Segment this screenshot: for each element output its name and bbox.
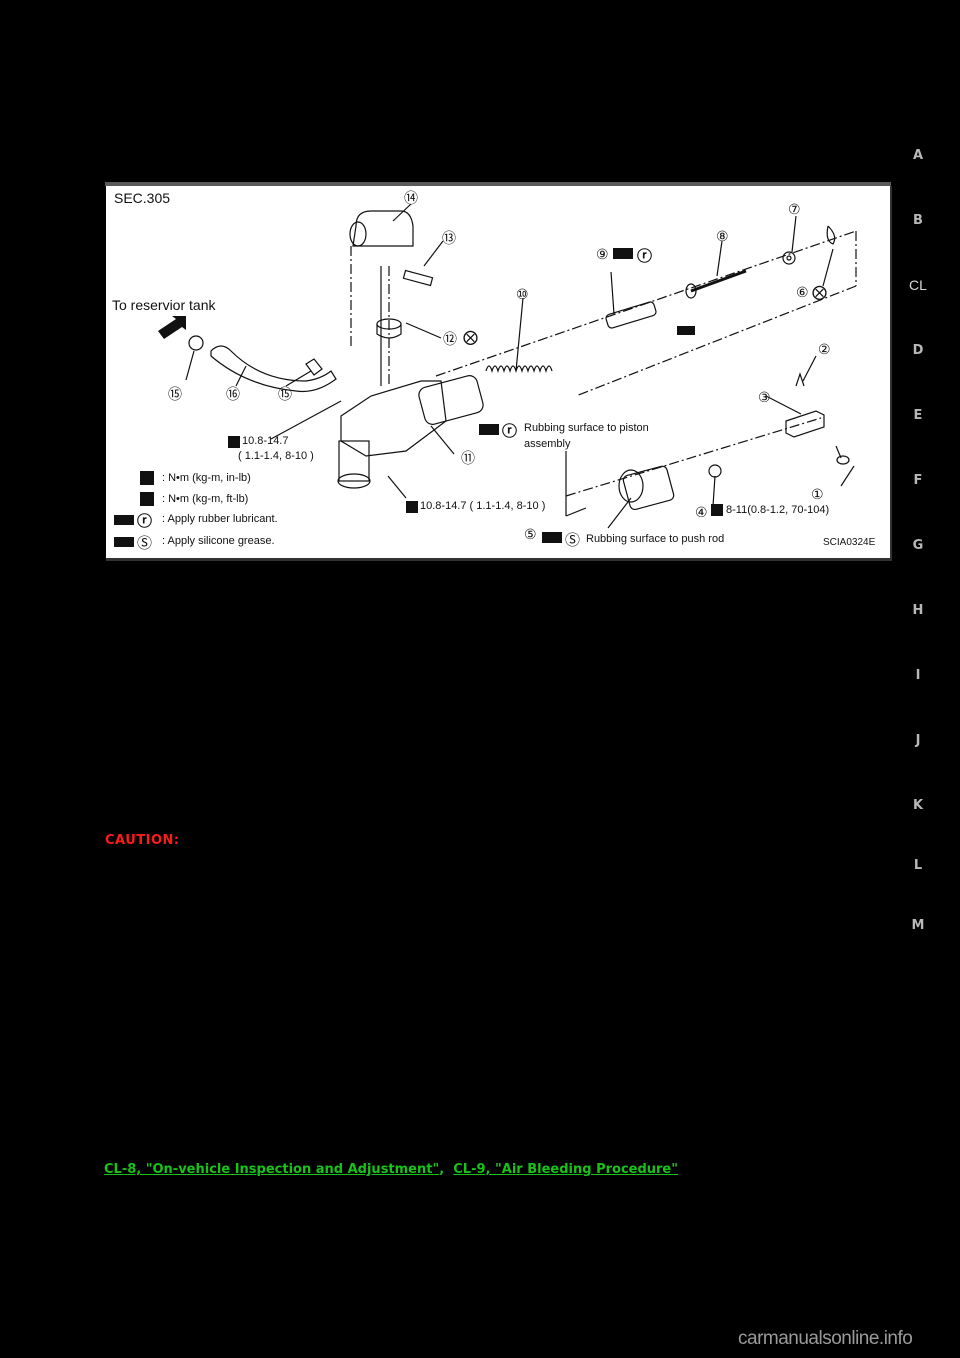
rubbing-piston-label: Rubbing surface to piston bbox=[524, 422, 649, 434]
lubricant-icon bbox=[542, 532, 562, 543]
rubber-grease-r-icon: ⓡ bbox=[137, 513, 153, 530]
index-tab-e[interactable]: E bbox=[913, 408, 923, 423]
legend-ftlb: : N•m (kg-m, ft-lb) bbox=[162, 493, 249, 505]
figure-top-rule bbox=[105, 182, 891, 186]
part-7: ⑦ bbox=[788, 201, 801, 217]
legend-silicone-grease: : Apply silicone grease. bbox=[162, 535, 275, 547]
index-tab-g[interactable]: G bbox=[912, 538, 924, 553]
silicone-grease-s-icon: Ⓢ bbox=[137, 535, 153, 552]
lubricant-icon bbox=[677, 326, 695, 335]
index-tab-b[interactable]: B bbox=[913, 213, 923, 228]
legend-inlb: : N•m (kg-m, in-lb) bbox=[162, 472, 251, 484]
rubber-grease-r-icon: ⓡ bbox=[502, 423, 518, 440]
part-10: ⑩ bbox=[516, 286, 529, 302]
part-14: ⑭ bbox=[404, 190, 418, 206]
index-tab-l[interactable]: L bbox=[913, 858, 923, 873]
lubricant-icon bbox=[479, 424, 499, 435]
part-6: ⑥ bbox=[796, 284, 809, 300]
legend-rubber-lubricant: : Apply rubber lubricant. bbox=[162, 513, 278, 525]
reservoir-label: To reservior tank bbox=[112, 297, 216, 313]
rubbing-piston-label-2: assembly bbox=[524, 438, 571, 450]
watermark[interactable]: carmanualsonline.info bbox=[738, 1328, 913, 1349]
replace-part-icon: ⨂ bbox=[812, 284, 827, 301]
part-3: ③ bbox=[758, 389, 771, 405]
part-9: ⑨ bbox=[596, 246, 609, 262]
silicone-grease-icon bbox=[114, 537, 134, 547]
part-15-left: ⑮ bbox=[168, 386, 182, 402]
index-tab-d[interactable]: D bbox=[912, 343, 924, 358]
clutch-master-cylinder-diagram: SEC.305 To reservior tank ⑭ ⑬ ⑫ ⨂ ⑩ ⑨ ⑧ … bbox=[106, 186, 892, 561]
torque-wrench-inlb-icon bbox=[140, 471, 154, 485]
silicone-grease-s-icon: Ⓢ bbox=[565, 532, 581, 549]
part-13: ⑬ bbox=[442, 230, 456, 246]
torque-hose-nut: 10.8-14.7 bbox=[242, 435, 289, 447]
torque-lock-nut: 8-11(0.8-1.2, 70-104) bbox=[726, 504, 830, 516]
part-16: ⑯ bbox=[226, 386, 240, 402]
index-tab-f[interactable]: F bbox=[913, 473, 923, 488]
section-number: SEC.305 bbox=[114, 190, 171, 206]
reference-links: CL-8, "On-vehicle Inspection and Adjustm… bbox=[104, 1162, 678, 1177]
part-11: ⑪ bbox=[461, 450, 475, 466]
figure-id: SCIA0324E bbox=[823, 537, 876, 548]
part-1: ① bbox=[811, 486, 824, 502]
link-separator: , bbox=[439, 1162, 445, 1177]
index-tab-cl[interactable]: CL bbox=[909, 277, 927, 293]
link-air-bleeding[interactable]: CL-9, "Air Bleeding Procedure" bbox=[453, 1162, 679, 1177]
arrow-to-reservoir-icon bbox=[158, 316, 186, 339]
rubber-lubricant-icon bbox=[114, 515, 134, 525]
part-12: ⑫ bbox=[443, 331, 457, 347]
index-tab-h[interactable]: H bbox=[912, 603, 924, 618]
part-8: ⑧ bbox=[716, 228, 729, 244]
rubber-grease-r-icon: ⓡ bbox=[637, 248, 653, 265]
exploded-view-drawing bbox=[158, 203, 857, 529]
index-tab-a[interactable]: A bbox=[912, 148, 924, 163]
torque-wrench-icon bbox=[406, 501, 418, 513]
link-inspection-adjustment[interactable]: CL-8, "On-vehicle Inspection and Adjustm… bbox=[104, 1162, 440, 1177]
torque-hose-nut-sub: ( 1.1-1.4, 8-10 ) bbox=[238, 450, 314, 462]
torque-wrench-icon bbox=[228, 436, 240, 448]
torque-wrench-ftlb-icon bbox=[140, 492, 154, 506]
lubricant-icon bbox=[613, 248, 633, 259]
caution-label: CAUTION: bbox=[105, 833, 180, 848]
rubbing-pushrod-label: Rubbing surface to push rod bbox=[586, 533, 725, 545]
torque-mount-nut: 10.8-14.7 ( 1.1-1.4, 8-10 ) bbox=[420, 500, 546, 512]
index-tab-i[interactable]: I bbox=[915, 668, 921, 683]
torque-wrench-icon bbox=[711, 504, 723, 516]
part-2: ② bbox=[818, 341, 831, 357]
index-tab-m[interactable]: M bbox=[911, 918, 925, 933]
part-5: ⑤ bbox=[524, 526, 537, 542]
part-4: ④ bbox=[695, 504, 708, 520]
index-tab-j[interactable]: J bbox=[915, 733, 921, 748]
part-15-right: ⑮ bbox=[278, 386, 292, 402]
replace-part-icon: ⨂ bbox=[463, 329, 478, 346]
index-tab-k[interactable]: K bbox=[912, 798, 924, 813]
section-index: A B CL D E F G H I J K L M bbox=[900, 0, 960, 1358]
